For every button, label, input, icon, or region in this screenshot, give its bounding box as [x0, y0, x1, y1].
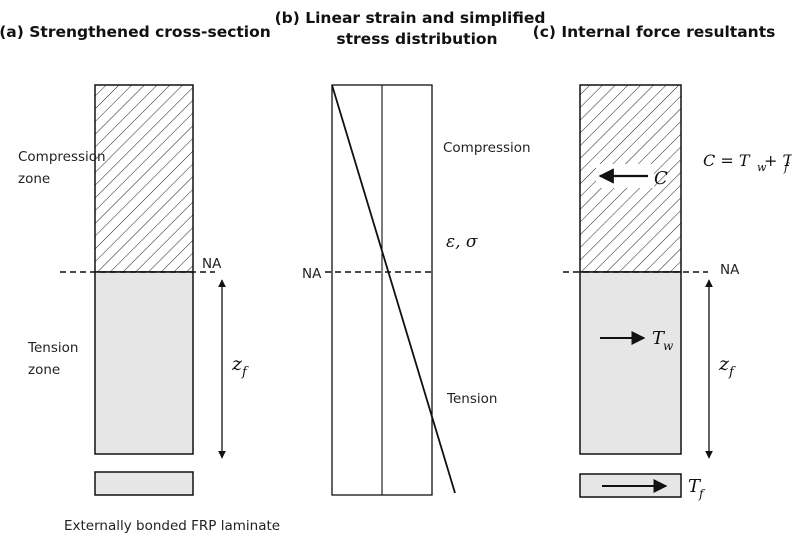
compression-zone-label: Compression	[18, 149, 106, 165]
equation-sub-f: f	[783, 161, 790, 174]
neutral-axis-label-c: NA	[720, 262, 740, 278]
tension-zone-block-c	[579, 271, 682, 455]
frp-tension-label: T	[688, 476, 702, 497]
panel-b-title-line1: (b) Linear strain and simplified	[275, 9, 546, 27]
lever-arm-symbol-c: z	[718, 353, 730, 375]
panel-b: (b) Linear strain and simplified stress …	[275, 9, 546, 496]
panel-a: (a) Strengthened cross-section NA Compre…	[0, 23, 280, 534]
equation-lhs: C = T	[703, 151, 751, 170]
frp-laminate-label: Externally bonded FRP laminate	[64, 518, 280, 534]
web-tension-label: T	[652, 328, 666, 349]
compression-label-b: Compression	[443, 140, 531, 156]
neutral-axis-label: NA	[202, 256, 222, 272]
equation-plus: + T	[764, 151, 792, 170]
panel-b-title-line2: stress distribution	[336, 30, 497, 48]
lever-arm-subscript-c: f	[728, 365, 736, 380]
frp-tension-subscript: f	[698, 487, 706, 501]
lever-arm-subscript: f	[241, 365, 249, 380]
tension-zone-label-2: zone	[28, 362, 60, 378]
strain-stress-symbol: ε, σ	[446, 232, 478, 252]
linear-strain-profile	[331, 84, 456, 494]
frp-laminate-block	[94, 471, 194, 496]
tension-zone-label: Tension	[27, 340, 78, 356]
lever-arm-symbol: z	[231, 353, 243, 375]
web-tension-subscript: w	[663, 339, 674, 353]
panel-c: (c) Internal force resultants NA C C = T…	[533, 23, 792, 501]
compression-force-label: C	[654, 168, 668, 189]
neutral-axis-label-b: NA	[302, 266, 322, 282]
compression-zone-block	[94, 84, 194, 273]
equilibrium-equation: C = T w + T f	[703, 151, 792, 174]
panel-a-title: (a) Strengthened cross-section	[0, 23, 271, 41]
tension-label-b: Tension	[446, 391, 497, 407]
panel-c-title: (c) Internal force resultants	[533, 23, 776, 41]
tension-zone-block	[94, 271, 194, 455]
compression-zone-label-2: zone	[18, 171, 50, 187]
equation-sub-w: w	[757, 161, 767, 174]
